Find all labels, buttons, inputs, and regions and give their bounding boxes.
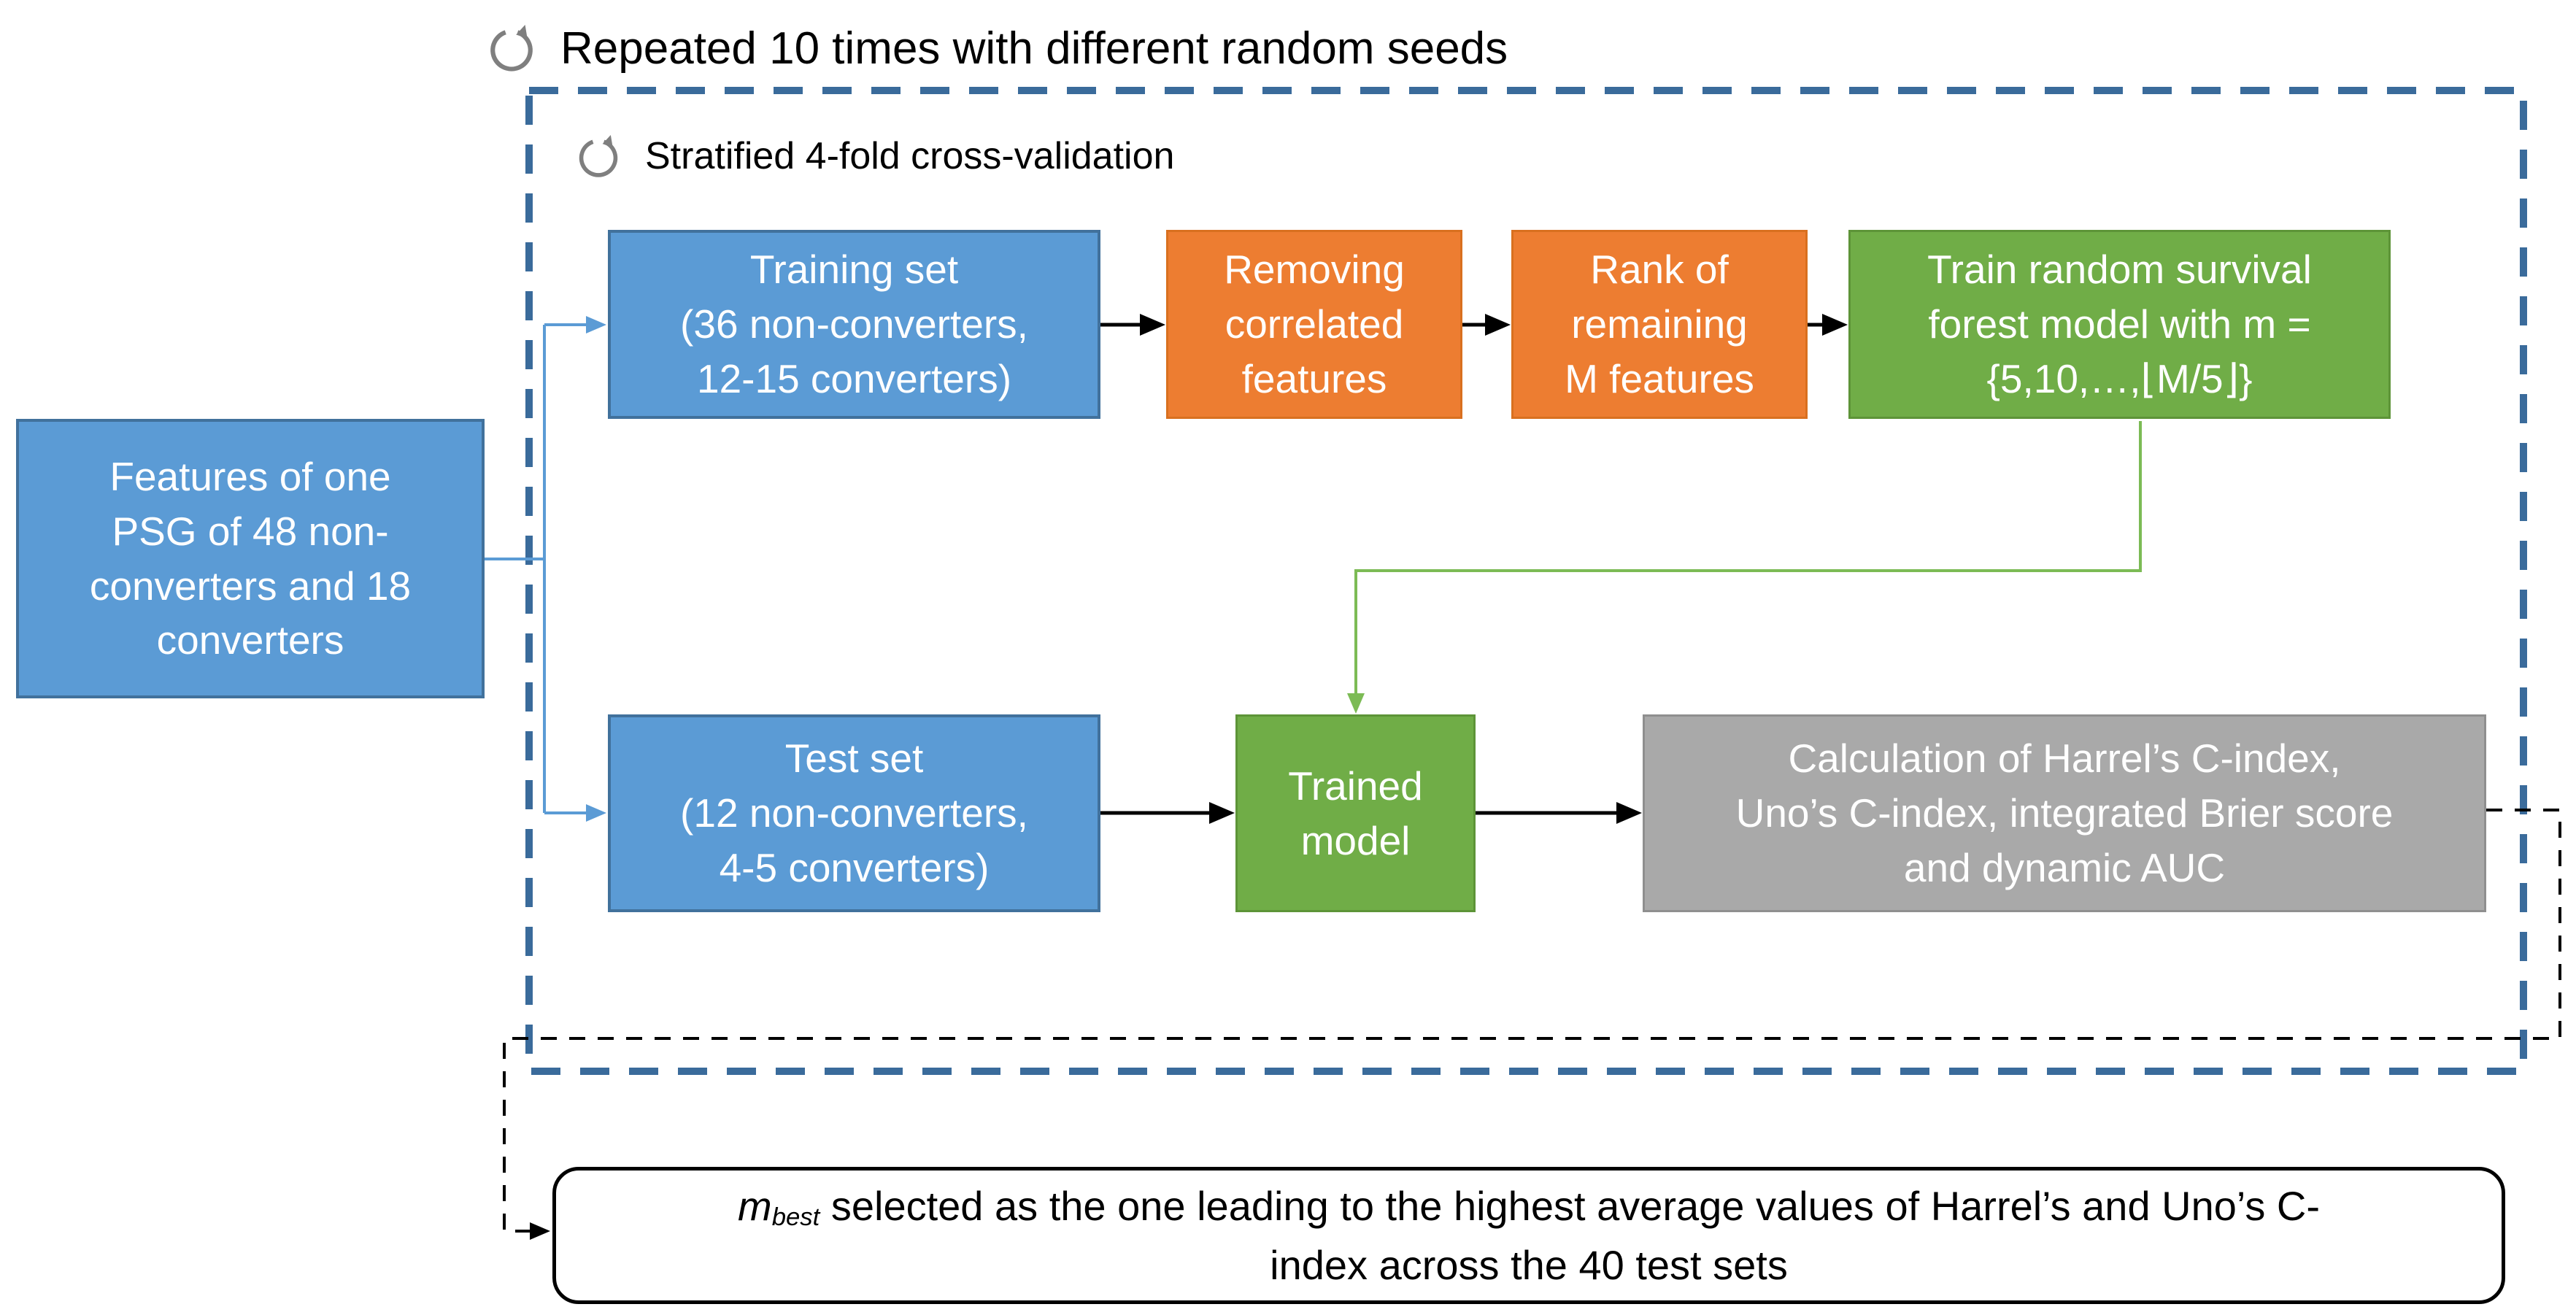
result-line-1: mbest selected as the one leading to the… [738, 1176, 2320, 1235]
train-rsf-box: Train random survival forest model with … [1848, 230, 2391, 419]
result-line-2: index across the 40 test sets [1270, 1242, 1788, 1288]
features-box: Features of one PSG of 48 non- converter… [16, 419, 485, 698]
repeat-outer-text: Repeated 10 times with different random … [560, 23, 1508, 74]
removing-correlated-features-box: Removing correlated features [1166, 230, 1462, 419]
removing-line: correlated [1225, 301, 1404, 347]
loop-arrow-icon [490, 25, 533, 72]
trained-model-line: Trained [1288, 763, 1423, 809]
arrow-calculation-to-result [503, 809, 2561, 1240]
calculation-line: Calculation of Harrel’s C-index, [1788, 736, 2341, 782]
features-split-connector [485, 325, 546, 813]
arrow-train-rsf-to-trained-model [1347, 421, 2142, 714]
cross-validation-dashed-frame [525, 87, 2527, 1075]
trained-model-box: Trained model [1235, 714, 1476, 912]
training-set-line: 12-15 converters) [696, 355, 1012, 401]
training-set-box: Training set (36 non-converters, 12-15 c… [608, 230, 1100, 419]
calculation-line: and dynamic AUC [1903, 844, 2226, 890]
removing-line: Removing [1224, 247, 1405, 293]
features-box-line: converters [156, 617, 344, 663]
rank-line: remaining [1571, 301, 1748, 347]
test-set-line: 4-5 converters) [719, 844, 990, 890]
removing-line: features [1241, 355, 1387, 401]
m-symbol: m [738, 1182, 772, 1229]
test-set-box: Test set (12 non-converters, 4-5 convert… [608, 714, 1100, 912]
m-subscript: best [771, 1203, 820, 1232]
loop-arrow-icon [579, 134, 618, 177]
rank-line: Rank of [1590, 247, 1729, 293]
train-rsf-line: Train random survival [1927, 247, 2312, 293]
repeat-inner-label: Stratified 4-fold cross-validation [576, 126, 1174, 187]
test-set-line: Test set [784, 736, 924, 782]
mbest-result-box: mbest selected as the one leading to the… [552, 1167, 2505, 1304]
rank-remaining-features-box: Rank of remaining M features [1511, 230, 1808, 419]
training-set-line: Training set [749, 247, 959, 293]
train-rsf-line: {5,10,…,⌊M/5⌋} [1986, 355, 2253, 401]
repeat-outer-label: Repeated 10 times with different random … [487, 13, 1508, 83]
features-box-line: PSG of 48 non- [112, 508, 389, 554]
result-line-1-text: selected as the one leading to the highe… [820, 1182, 2320, 1229]
trained-model-line: model [1300, 817, 1411, 863]
repeat-inner-text: Stratified 4-fold cross-validation [645, 135, 1175, 177]
rank-line: M features [1565, 355, 1754, 401]
features-box-line: Features of one [109, 453, 391, 499]
features-box-line: converters and 18 [89, 563, 412, 609]
calculation-line: Uno’s C-index, integrated Brier score [1735, 790, 2394, 836]
train-rsf-line: forest model with m = [1928, 301, 2311, 347]
training-set-line: (36 non-converters, [680, 301, 1028, 347]
metrics-calculation-box: Calculation of Harrel’s C-index, Uno’s C… [1643, 714, 2486, 912]
test-set-line: (12 non-converters, [680, 790, 1028, 836]
